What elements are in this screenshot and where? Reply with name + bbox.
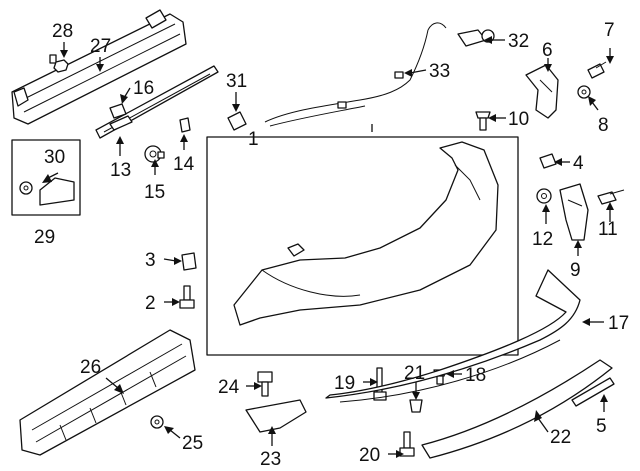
leader-lines [42,36,614,458]
bracket-strip [95,65,219,139]
clip-14 [179,117,191,133]
side-bracket-9 [559,183,589,241]
callout-11: 11 [598,219,618,240]
clip-3 [181,252,197,271]
callout-30: 30 [44,147,65,168]
side-bracket-6 [525,64,559,119]
callout-10: 10 [508,109,529,130]
pad [109,103,127,119]
stud-19 [373,367,387,401]
callout-5: 5 [596,416,607,437]
callout-14: 14 [173,154,195,175]
bracket-23 [245,399,307,433]
nut-8 [577,85,591,99]
callout-8: 8 [598,115,609,136]
sensor-bracket [227,111,247,131]
callout-7: 7 [604,20,615,41]
callout-4: 4 [573,153,584,174]
clip-21 [409,399,423,413]
callout-3: 3 [145,250,156,271]
bolt-7 [587,61,607,79]
push-pin-10 [475,111,491,131]
rear-bumper-cover [206,136,519,356]
callout-labels: 1 2 3 4 5 6 7 8 9 10 11 12 13 14 15 16 1… [34,20,629,470]
bolt-2 [179,285,195,309]
callout-1: 1 [248,129,259,150]
bracket-kit-box [11,139,81,216]
callout-29: 29 [34,227,55,248]
callout-31: 31 [226,71,247,92]
callout-33: 33 [429,61,450,82]
bolt-24 [257,371,273,397]
energy-absorber [19,329,196,456]
callout-9: 9 [570,260,581,281]
nut-12 [536,188,552,204]
callout-25: 25 [182,433,203,454]
callout-17: 17 [608,313,629,334]
callout-22: 22 [550,427,571,448]
callout-23: 23 [260,449,281,470]
trim-strip [571,377,615,407]
bolt-28 [49,54,69,73]
callout-16: 16 [133,78,154,99]
bolt-11 [597,189,625,205]
screw-15 [144,145,165,163]
callout-2: 2 [145,293,156,314]
nut-25 [150,415,164,429]
callout-20: 20 [359,445,380,466]
callout-24: 24 [218,377,240,398]
callout-19: 19 [334,373,355,394]
callout-26: 26 [80,357,101,378]
callout-12: 12 [532,229,553,250]
screw-20 [399,431,415,457]
push-clip-4 [539,153,557,169]
lower-molding [421,359,613,459]
callout-18: 18 [465,365,486,386]
callout-21: 21 [404,363,425,384]
callout-13: 13 [110,160,131,181]
callout-32: 32 [508,31,529,52]
callout-15: 15 [144,182,165,203]
callout-27: 27 [90,36,111,57]
callout-28: 28 [52,21,73,42]
wiring-harness [264,22,447,127]
callout-6: 6 [542,40,553,61]
